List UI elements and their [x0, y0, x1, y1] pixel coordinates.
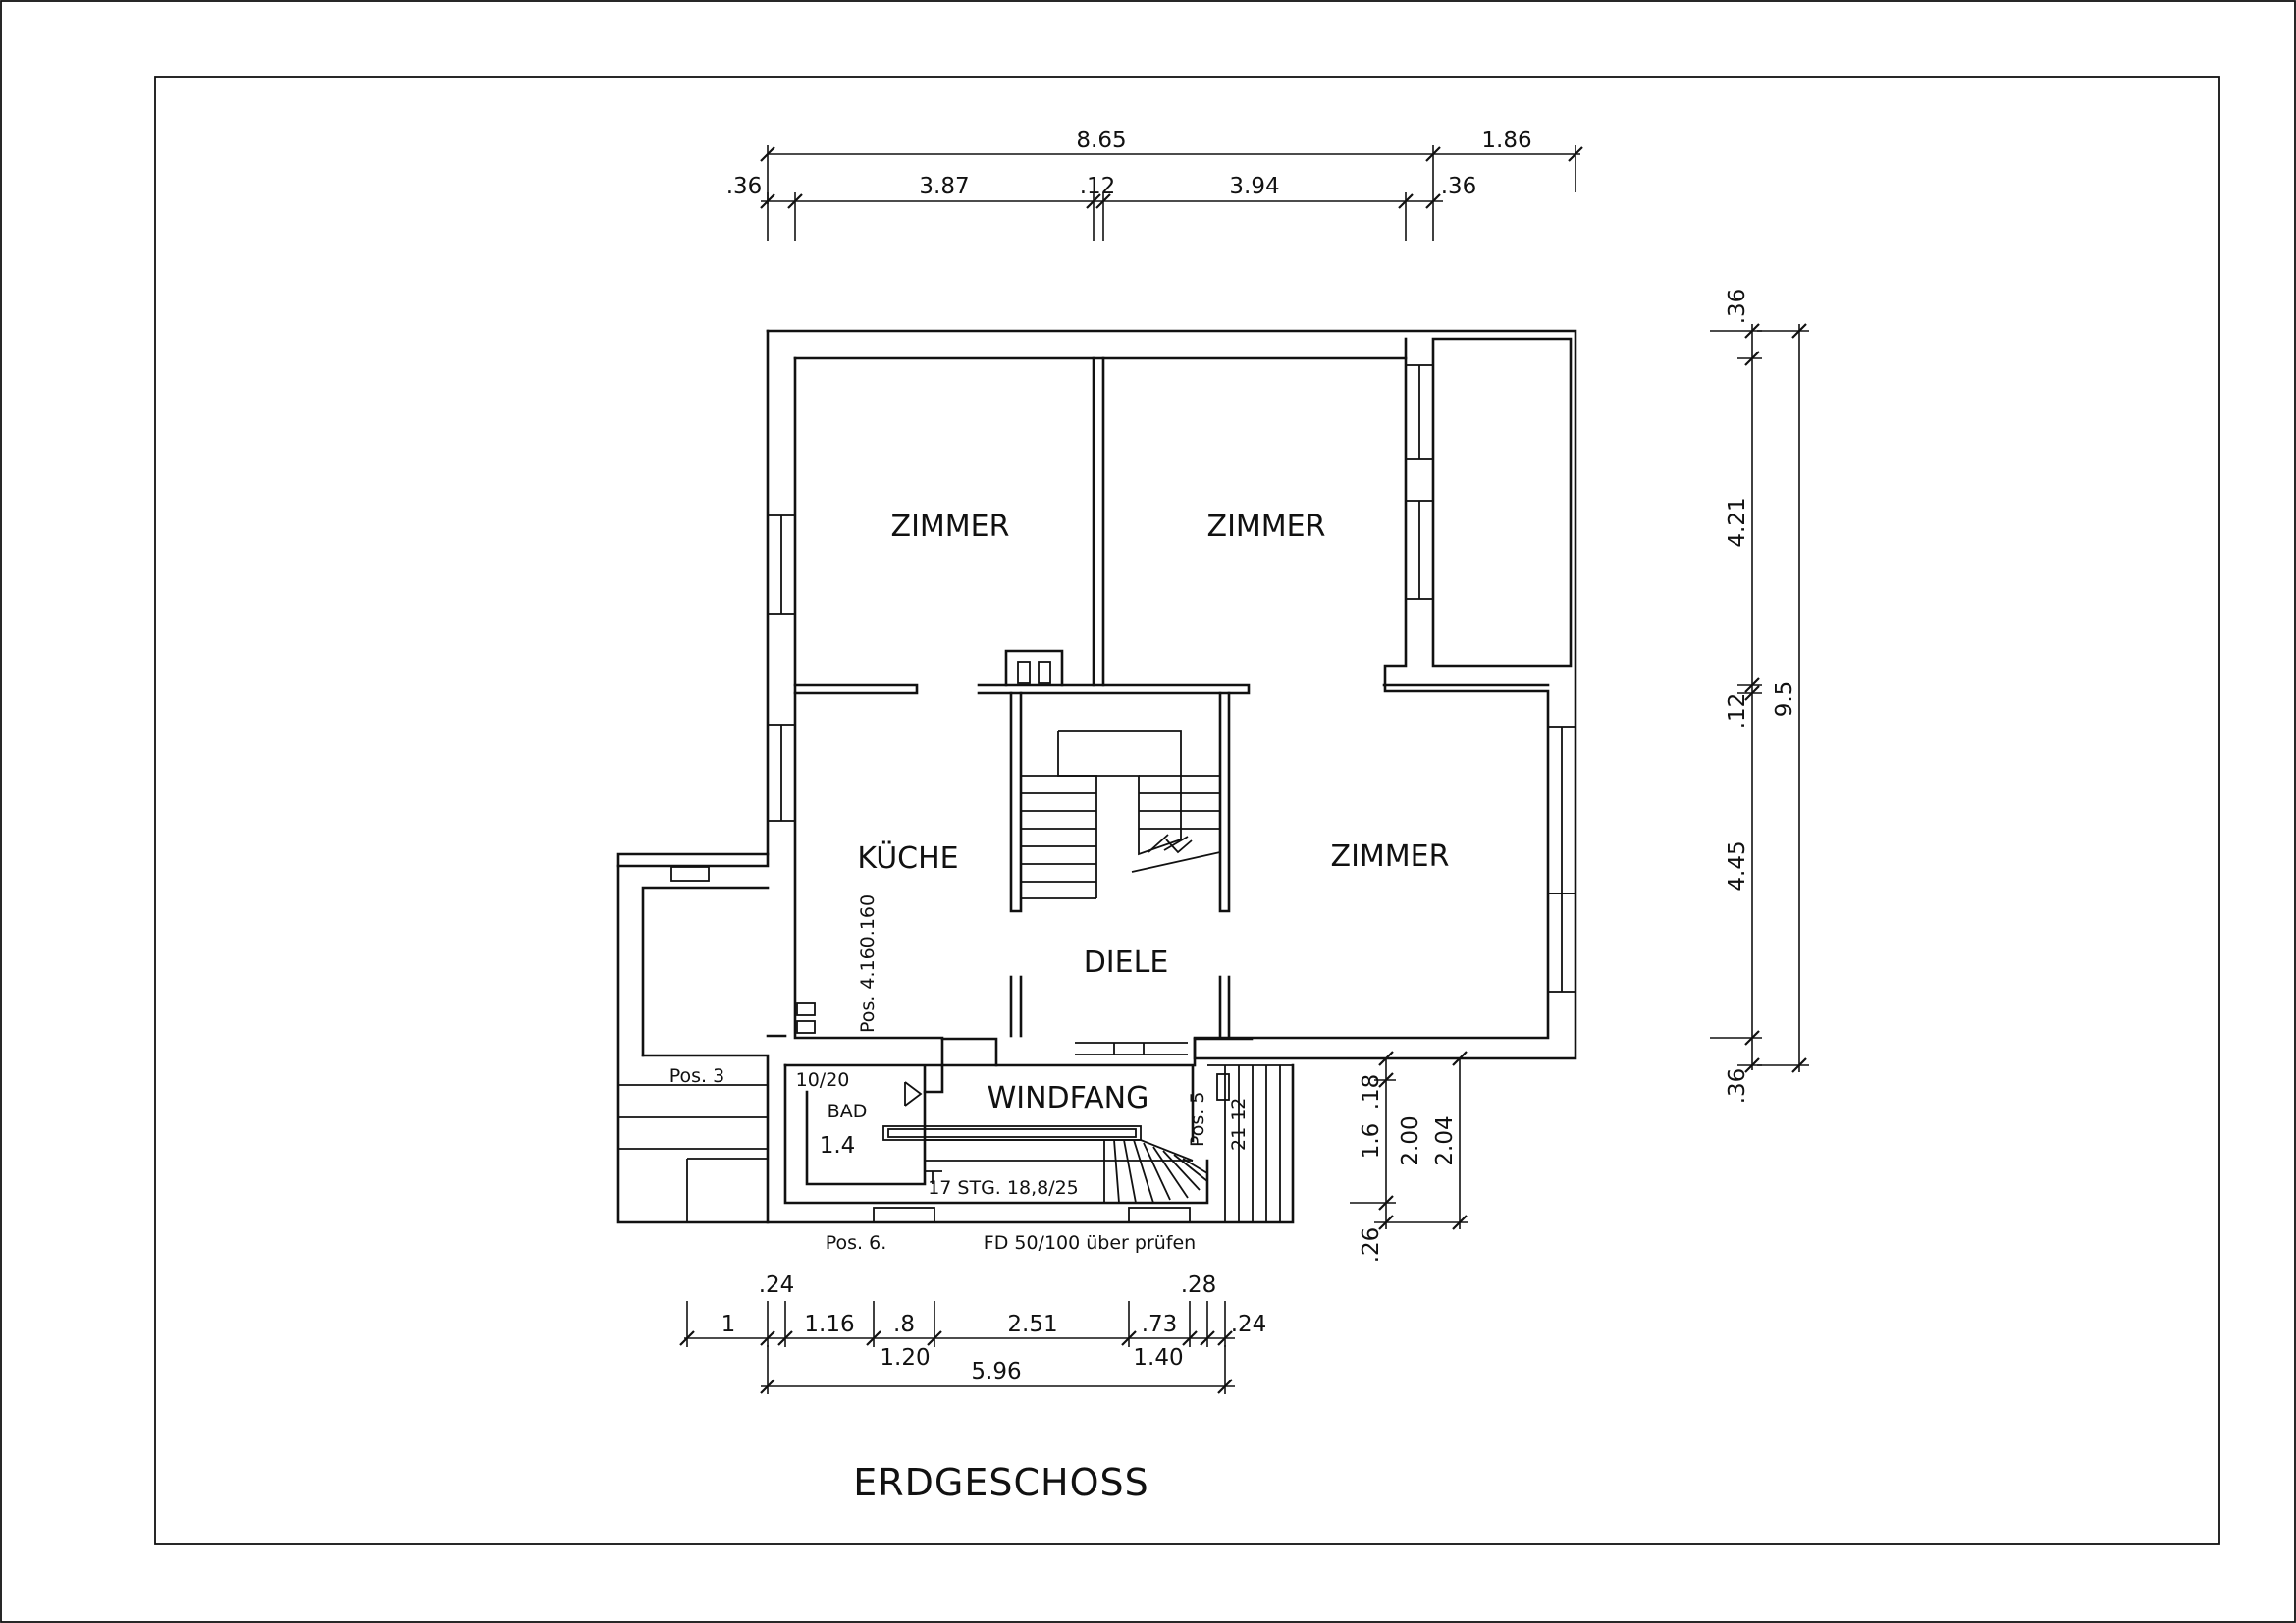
room-label-diele: DIELE: [1084, 946, 1169, 980]
dim-entry-e: .26: [1359, 1227, 1384, 1264]
dim-right-inner-wall: .12: [1725, 693, 1750, 730]
dim-bottom-024b: .24: [1231, 1312, 1267, 1337]
dim-top-room-left: 3.87: [919, 174, 969, 199]
dim-top-extension: 1.86: [1481, 128, 1531, 153]
room-label-windfang: WINDFANG: [988, 1081, 1149, 1115]
windows: [767, 364, 1576, 1223]
dim-bottom-08: .8: [893, 1312, 915, 1337]
note-bad-size: 10/20: [796, 1069, 850, 1091]
dim-top-overall: 8.65: [1076, 128, 1126, 153]
room-label-zimmer-top-right: ZIMMER: [1207, 510, 1326, 544]
dim-right-room-lower: 4.45: [1725, 840, 1750, 891]
dim-right-overall: 9.5: [1772, 681, 1797, 718]
note-stair-small: 21 12: [1228, 1098, 1250, 1151]
dim-bottom-120: 1.20: [880, 1345, 930, 1371]
dim-top-inner-wall: .12: [1080, 174, 1116, 199]
dim-entry-a: 1.6: [1359, 1123, 1384, 1160]
dim-right-top-wall: .36: [1725, 289, 1750, 325]
note-pos-4: Pos. 4.160.160: [857, 894, 879, 1033]
room-label-kueche: KÜCHE: [857, 840, 958, 876]
room-label-zimmer-right: ZIMMER: [1331, 839, 1450, 874]
room-label-zimmer-top-left: ZIMMER: [891, 510, 1010, 544]
dim-entry-d: 2.04: [1432, 1115, 1458, 1165]
dim-right-bottom-wall: .36: [1725, 1068, 1750, 1105]
dim-entry-c: 2.00: [1398, 1115, 1423, 1165]
dim-bottom-140: 1.40: [1133, 1345, 1183, 1371]
note-bad-area: 1.4: [820, 1133, 856, 1159]
dim-bottom-073: .73: [1142, 1312, 1178, 1337]
note-pos-3: Pos. 3: [669, 1065, 724, 1087]
note-pos-6: Pos. 6.: [826, 1232, 887, 1254]
drawing-title: ERDGESCHOSS: [853, 1461, 1149, 1504]
staircase: [1021, 730, 1221, 899]
note-stairs: 17 STG. 18,8/25: [928, 1177, 1079, 1199]
cellar-stair: [882, 1125, 1208, 1204]
note-pos-5: Pos. 5: [1187, 1092, 1208, 1147]
dim-bottom-028: .28: [1181, 1272, 1217, 1298]
dim-entry-b: .18: [1359, 1074, 1384, 1110]
dim-top-left-wall: .36: [726, 174, 763, 199]
dim-bottom-1: 1: [721, 1312, 736, 1337]
room-label-bad: BAD: [828, 1101, 868, 1122]
dim-bottom-251: 2.51: [1007, 1312, 1057, 1337]
dim-bottom-116: 1.16: [804, 1312, 854, 1337]
dimension-lines: [679, 145, 1809, 1394]
drawing-frame: [154, 76, 2220, 1545]
dim-bottom-596: 5.96: [971, 1359, 1021, 1384]
note-fd: FD 50/100 über prüfen: [984, 1232, 1196, 1254]
dim-top-right-wall: .36: [1441, 174, 1477, 199]
dim-top-room-right: 3.94: [1229, 174, 1279, 199]
dim-right-room-upper: 4.21: [1725, 497, 1750, 547]
dim-bottom-024a: .24: [759, 1272, 795, 1298]
